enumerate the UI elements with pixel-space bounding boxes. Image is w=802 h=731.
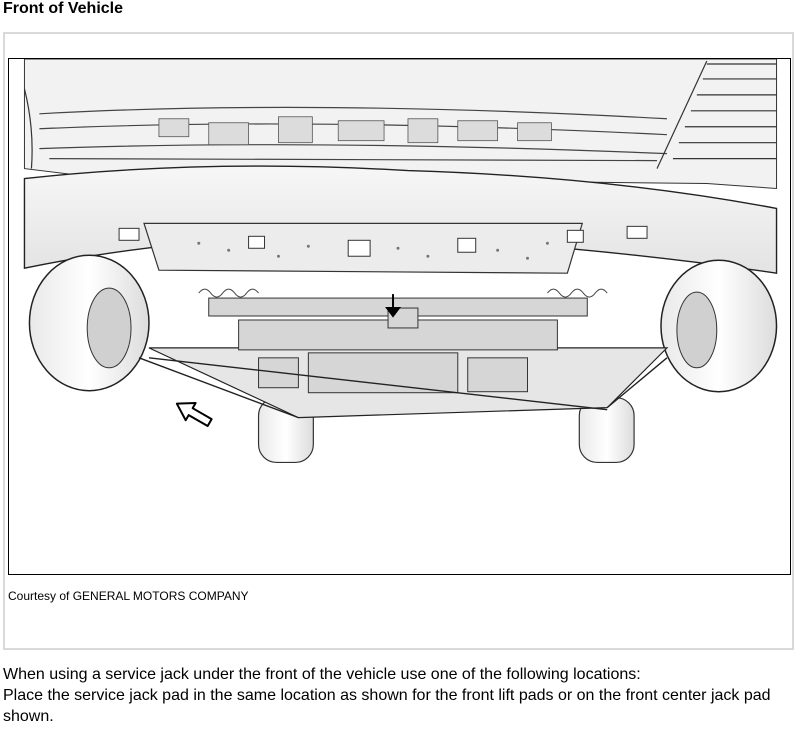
- figure-container: Courtesy of GENERAL MOTORS COMPANY: [3, 32, 794, 650]
- figure-caption: Courtesy of GENERAL MOTORS COMPANY: [8, 589, 249, 603]
- vehicle-underside-drawing: [23, 59, 778, 464]
- page-title: Front of Vehicle: [3, 0, 124, 17]
- instruction-paragraph: When using a service jack under the fron…: [3, 666, 641, 683]
- instruction-paragraph: Place the service jack pad in the same l…: [3, 687, 771, 725]
- vehicle-underside-illustration: [8, 58, 791, 575]
- instructions: When using a service jack under the fron…: [3, 664, 798, 727]
